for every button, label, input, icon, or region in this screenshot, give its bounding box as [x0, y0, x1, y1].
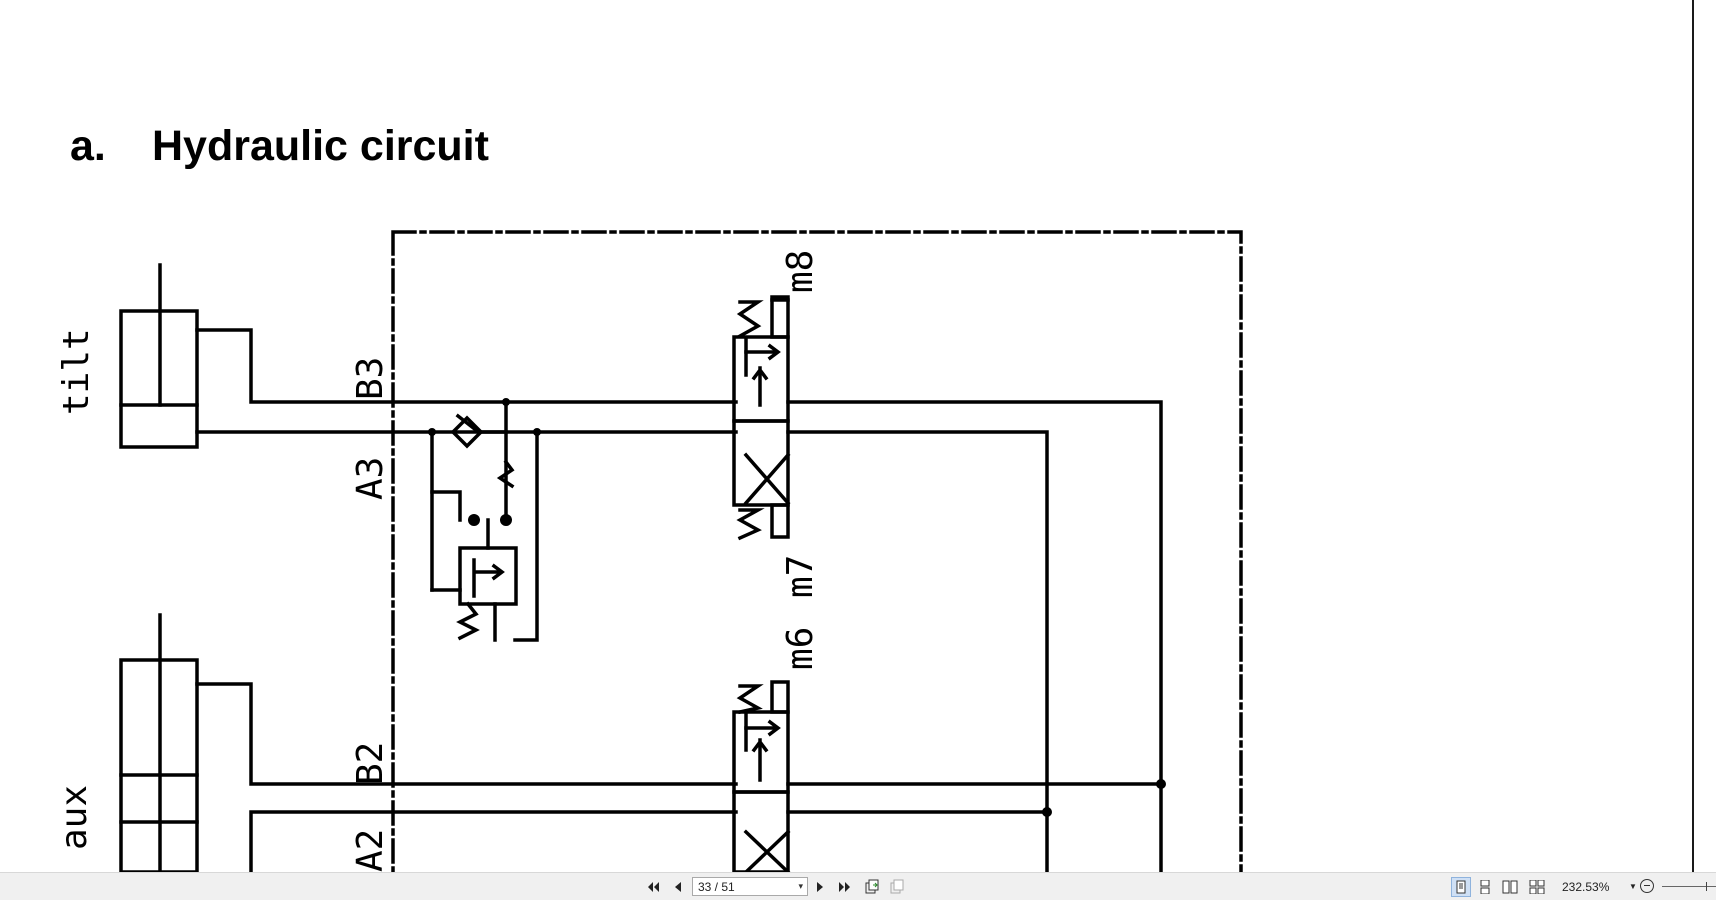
hydraulic-circuit-diagram: tilt aux B3 A3 B2 A2 m8 m7 m6: [54, 230, 1243, 872]
continuous-facing-view-button[interactable]: [1527, 877, 1547, 897]
first-page-icon: [648, 881, 659, 892]
facing-icon: [1502, 880, 1518, 894]
junction-dot: [1156, 779, 1166, 789]
label-aux: aux: [54, 785, 95, 850]
facing-view-button[interactable]: [1500, 877, 1520, 897]
continuous-view-button[interactable]: [1475, 877, 1495, 897]
next-view-button[interactable]: [886, 873, 908, 900]
load-holding-valve: [430, 400, 539, 642]
label-b3: B3: [350, 357, 391, 400]
section-heading: a. Hydraulic circuit: [70, 122, 489, 171]
status-bar: 33 / 51 ▾ 232.53% ▼: [0, 872, 1716, 900]
junction-dot: [468, 514, 480, 526]
zoom-out-icon[interactable]: [1640, 879, 1654, 893]
continuous-facing-icon: [1529, 880, 1545, 894]
aux-cylinder: [119, 613, 738, 872]
chevron-down-icon[interactable]: ▼: [1629, 882, 1637, 891]
directional-valve-m7-m8: [732, 295, 791, 541]
first-page-button[interactable]: [642, 873, 664, 900]
a3-return-line: [786, 430, 1049, 872]
page-number-select[interactable]: 33 / 51 ▾: [692, 877, 808, 896]
page-edge: [1692, 0, 1694, 872]
label-a2: A2: [350, 829, 391, 872]
heading-text: Hydraulic circuit: [152, 122, 489, 170]
directional-valve-m6: [732, 680, 791, 872]
document-viewport[interactable]: a. Hydraulic circuit: [0, 0, 1716, 872]
continuous-icon: [1480, 880, 1490, 894]
junction-dot: [1042, 807, 1052, 817]
label-tilt: tilt: [56, 328, 97, 415]
label-m7: m7: [780, 555, 821, 598]
heading-number: a.: [70, 122, 106, 170]
junction-dot: [428, 428, 436, 436]
next-page-button[interactable]: [809, 873, 831, 900]
previous-page-button[interactable]: [667, 873, 689, 900]
vertical-scrollbar[interactable]: [1694, 0, 1716, 872]
chevron-down-icon: ▾: [798, 881, 803, 891]
last-page-button[interactable]: [834, 873, 856, 900]
previous-view-icon: [865, 879, 879, 893]
label-m6: m6: [780, 627, 821, 670]
junction-dot: [533, 428, 541, 436]
label-b2: B2: [350, 742, 391, 785]
previous-view-button[interactable]: [861, 873, 883, 900]
previous-page-icon: [675, 881, 681, 892]
tilt-cylinder: [119, 263, 738, 449]
next-view-icon: [890, 879, 904, 893]
zoom-slider[interactable]: [1662, 886, 1716, 887]
junction-dot: [502, 398, 510, 406]
single-page-icon: [1456, 880, 1466, 894]
pdf-page: a. Hydraulic circuit: [54, 122, 1243, 872]
junction-dot: [500, 514, 512, 526]
label-m8: m8: [780, 250, 821, 293]
zoom-level[interactable]: 232.53%: [1562, 879, 1610, 894]
b3-return-line: [786, 400, 1163, 786]
single-page-view-button[interactable]: [1451, 877, 1471, 897]
valve-block-boundary: [391, 230, 1243, 872]
label-a3: A3: [350, 457, 391, 500]
next-page-icon: [817, 881, 823, 892]
zoom-slider-thumb[interactable]: [1706, 882, 1707, 891]
last-page-icon: [839, 881, 850, 892]
page-indicator: 33 / 51: [698, 879, 735, 894]
